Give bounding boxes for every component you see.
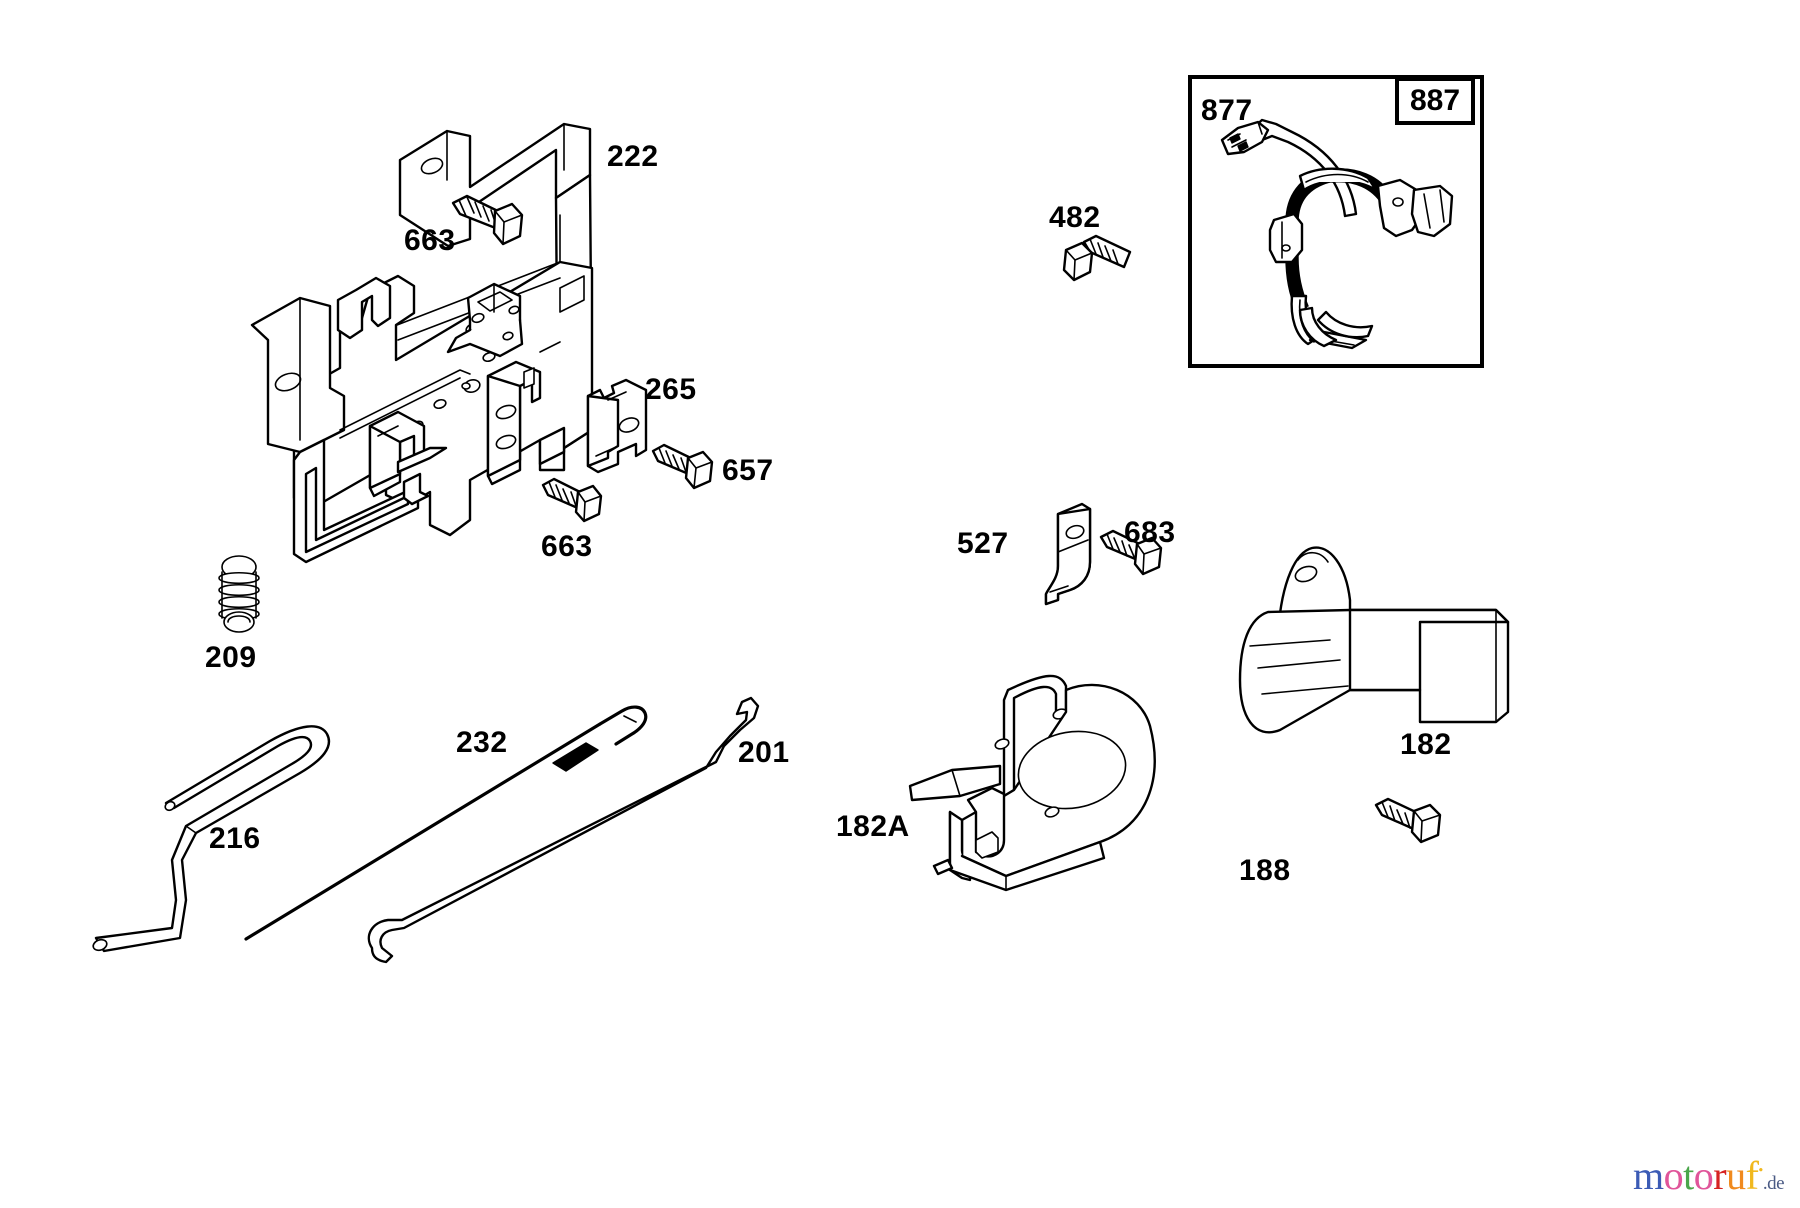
callout-182A: 182A <box>836 810 910 843</box>
callout-188: 188 <box>1239 854 1291 887</box>
watermark-letter-o2: o <box>1693 1153 1714 1198</box>
callout-527: 527 <box>957 527 1009 560</box>
callout-216: 216 <box>209 822 261 855</box>
watermark-motoruf: motoruf•.de <box>1633 1153 1785 1198</box>
part-216-wire-loop-link <box>92 725 331 953</box>
part-222-control-bracket <box>250 122 594 564</box>
callout-201: 201 <box>738 736 790 769</box>
part-182A-blower-housing-bracket <box>908 674 1156 892</box>
callout-683: 683 <box>1124 516 1176 549</box>
detail-lower-tab <box>486 360 542 486</box>
part-201-throttle-link-rod <box>367 696 760 964</box>
part-182-heat-shield-bracket <box>1238 546 1510 734</box>
part-663-screw-upper <box>451 194 524 246</box>
watermark-letter-f: f <box>1745 1153 1759 1198</box>
part-265-clip-bracket <box>586 378 648 474</box>
part-657-screw <box>651 443 714 490</box>
inset-frame-887 <box>1188 75 1484 368</box>
callout-877: 877 <box>1201 94 1253 127</box>
callout-182: 182 <box>1400 728 1452 761</box>
inset-tag-label: 887 <box>1409 84 1461 117</box>
part-232-governor-link-rod <box>244 705 648 941</box>
part-188-screw <box>1374 797 1442 844</box>
part-663-screw-lower <box>541 477 603 523</box>
part-527-clamp <box>1044 502 1092 606</box>
watermark-letter-t: t <box>1683 1153 1694 1198</box>
watermark-letter-o1: o <box>1663 1153 1684 1198</box>
part-877-brake-band-assembly <box>1220 118 1454 350</box>
callout-222: 222 <box>607 140 659 173</box>
watermark-letter-m: m <box>1633 1153 1664 1198</box>
watermark-letter-u: u <box>1726 1153 1746 1198</box>
detail-lower-lever <box>368 410 448 506</box>
callout-209: 209 <box>205 641 257 674</box>
part-209-governor-spring <box>218 555 260 633</box>
callout-482: 482 <box>1049 201 1101 234</box>
callout-657: 657 <box>722 454 774 487</box>
watermark-suffix: .de <box>1762 1173 1785 1194</box>
inset-tag-887: 887 <box>1395 77 1475 125</box>
watermark-dot-icon: • <box>1758 1163 1763 1179</box>
watermark-letter-r: r <box>1713 1153 1727 1198</box>
part-683-screw <box>1099 529 1163 576</box>
part-482-screw <box>1062 234 1132 282</box>
callout-232: 232 <box>456 726 508 759</box>
callout-265: 265 <box>645 373 697 406</box>
callout-663-upper: 663 <box>404 224 456 257</box>
callout-663-lower: 663 <box>541 530 593 563</box>
detail-switch-block <box>446 282 524 358</box>
